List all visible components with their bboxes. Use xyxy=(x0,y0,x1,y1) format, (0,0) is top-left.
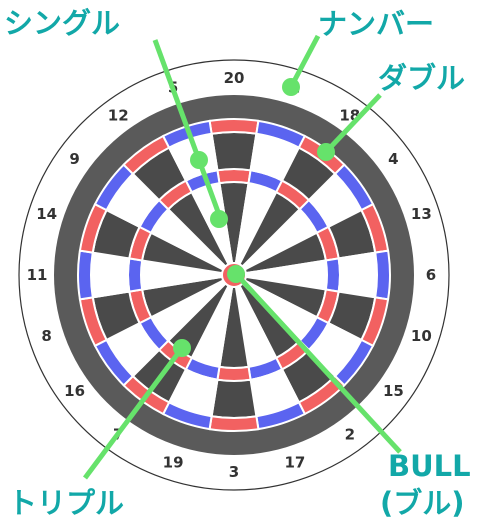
triple-segment-3 xyxy=(217,367,250,381)
double-segment-3 xyxy=(210,416,259,431)
double-segment-6 xyxy=(375,251,390,300)
double-pointer-dot xyxy=(317,143,335,161)
triple-segment-6 xyxy=(326,258,340,291)
outer-single-segment-3 xyxy=(212,380,257,418)
board-number-20: 20 xyxy=(224,69,245,87)
bull-label-line1: BULL xyxy=(388,449,471,483)
double-label: ダブル xyxy=(378,61,465,95)
double-segment-20 xyxy=(210,119,259,134)
board-number-11: 11 xyxy=(27,266,48,284)
triple-segment-20 xyxy=(217,169,250,183)
board-number-19: 19 xyxy=(163,453,184,471)
single-label: シングル xyxy=(4,6,120,40)
triple-segment-11 xyxy=(128,258,142,291)
outer-single-segment-6 xyxy=(339,253,377,298)
board-number-3: 3 xyxy=(229,463,239,481)
board-number-8: 8 xyxy=(41,327,51,345)
number-label: ナンバー xyxy=(318,7,434,41)
board-number-17: 17 xyxy=(284,453,305,471)
triple-label: トリプル xyxy=(8,486,124,520)
board-number-10: 10 xyxy=(411,327,432,345)
board-number-6: 6 xyxy=(426,266,436,284)
number-pointer-dot xyxy=(282,78,300,96)
single-pointer-dot-outer xyxy=(190,151,208,169)
double-segment-11 xyxy=(78,251,93,300)
triple-pointer-dot xyxy=(173,339,191,357)
board-number-2: 2 xyxy=(345,425,355,443)
single-pointer-dot-inner xyxy=(210,210,228,228)
board-number-15: 15 xyxy=(383,382,404,400)
board-number-13: 13 xyxy=(411,205,432,223)
board-number-14: 14 xyxy=(36,205,57,223)
board-number-9: 9 xyxy=(69,150,79,168)
board-number-12: 12 xyxy=(108,107,129,125)
board-number-16: 16 xyxy=(64,382,85,400)
outer-single-segment-11 xyxy=(91,253,129,298)
bull-pointer-dot xyxy=(227,265,245,283)
bull-label-line2: (ブル) xyxy=(380,486,465,520)
board-number-4: 4 xyxy=(388,150,398,168)
outer-single-segment-20 xyxy=(212,132,257,170)
